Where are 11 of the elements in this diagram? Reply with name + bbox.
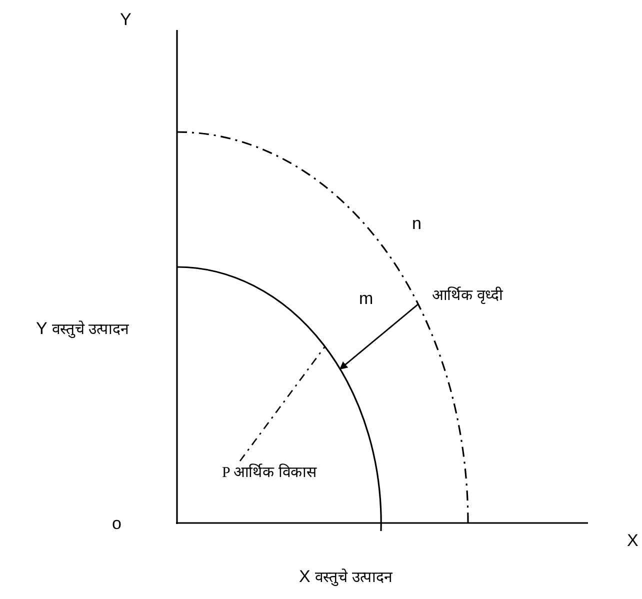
curve-label: m [359, 289, 374, 309]
leader-line [239, 346, 326, 462]
arrow [339, 304, 419, 370]
axis-title: Y वस्तुचे उत्पादन [36, 319, 129, 340]
curve-label: P आर्थिक विकास [222, 463, 316, 483]
origin-label: o [112, 514, 122, 534]
axis-label: X [627, 531, 638, 551]
axis-title: X वस्तुचे उत्पादन [299, 567, 392, 588]
curve-label: n [412, 214, 422, 234]
axis-label: Y [120, 10, 132, 30]
shift-label: आर्थिक वृध्दी [432, 286, 503, 306]
